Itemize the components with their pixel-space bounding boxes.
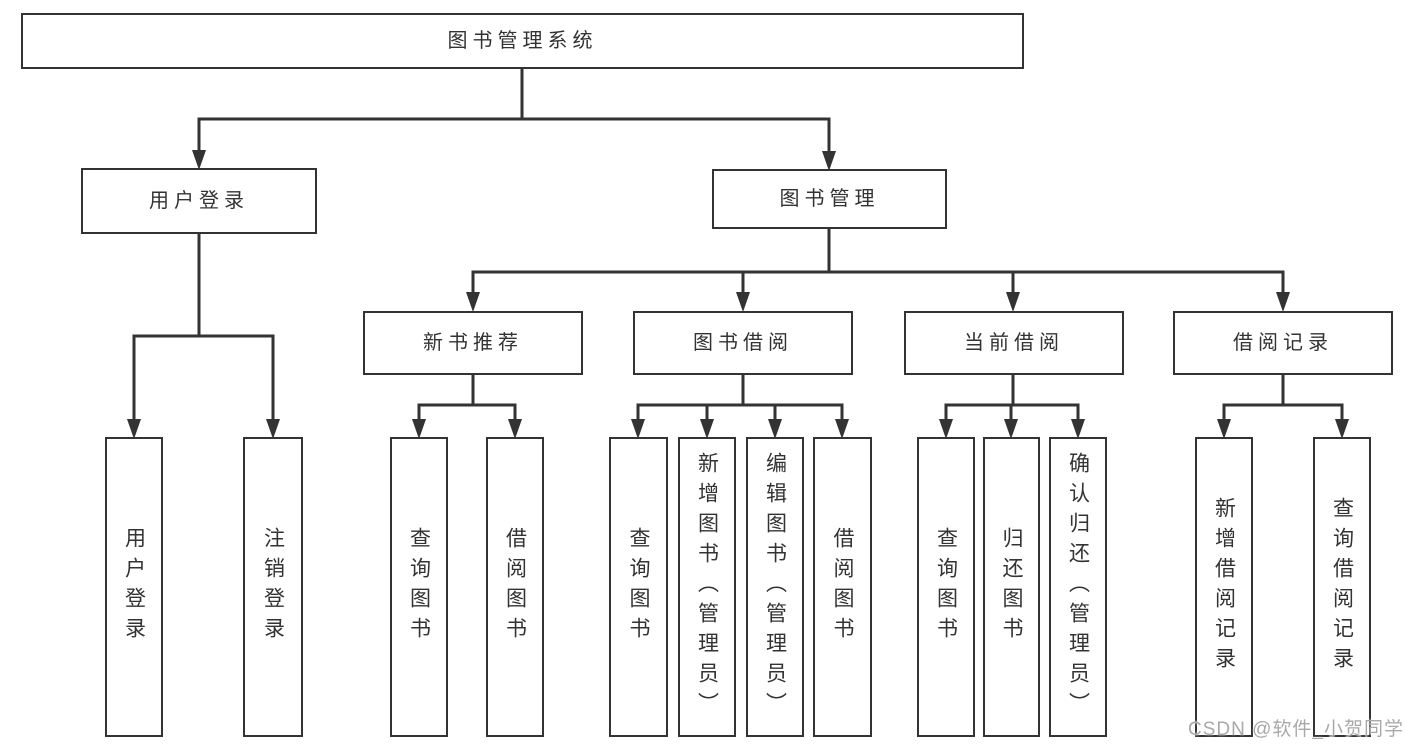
arrow-icon: [736, 292, 750, 312]
arrow-icon: [835, 419, 849, 439]
edge-user-login-to-leaves: [132, 234, 275, 421]
leaf-records-query-borrow-record: 查询借阅记录: [1313, 437, 1371, 737]
arrow-icon: [1276, 292, 1290, 312]
leaf-current-return-books: 归还图书: [983, 437, 1040, 737]
arrow-icon: [127, 419, 141, 439]
arrow-icon: [768, 419, 782, 439]
leaf-recommend-query-books: 查询图书: [390, 437, 448, 737]
leaf-current-query-books: 查询图书: [917, 437, 975, 737]
leaf-recommend-borrow-books: 借阅图书: [486, 437, 544, 737]
node-book-borrowing: 图书借阅: [633, 311, 853, 375]
leaf-borrow-borrow-books: 借阅图书: [813, 437, 872, 737]
leaf-records-add-borrow-record: 新增借阅记录: [1195, 437, 1253, 737]
node-borrowing-records: 借阅记录: [1173, 311, 1393, 375]
arrow-icon: [1335, 419, 1349, 439]
arrow-icon: [508, 419, 522, 439]
node-user-login: 用户登录: [81, 168, 317, 234]
arrow-icon: [822, 151, 836, 171]
arrow-icon: [700, 419, 714, 439]
node-root: 图书管理系统: [21, 13, 1024, 69]
edge-root-to-level2: [197, 69, 831, 153]
leaf-borrow-edit-books-admin: 编辑图书（管理员）: [746, 437, 804, 737]
arrow-icon: [192, 150, 206, 170]
edge-book-management-to-level3: [471, 229, 1285, 294]
leaf-user-login: 用户登录: [105, 437, 163, 737]
arrow-icon: [412, 419, 426, 439]
node-new-book-recommendation: 新书推荐: [363, 311, 583, 375]
leaf-borrow-query-books: 查询图书: [609, 437, 668, 737]
arrowhead-icons: [127, 150, 1349, 439]
arrow-icon: [266, 419, 280, 439]
arrow-icon: [1217, 419, 1231, 439]
arrow-icon: [1004, 419, 1018, 439]
leaf-current-confirm-return-admin: 确认归还（管理员）: [1049, 437, 1107, 737]
edge-level3-to-leaves: [417, 375, 1344, 421]
arrow-icon: [939, 419, 953, 439]
node-current-borrowing: 当前借阅: [904, 311, 1124, 375]
leaf-borrow-add-books-admin: 新增图书（管理员）: [678, 437, 736, 737]
arrow-icon: [1006, 292, 1020, 312]
csdn-watermark: CSDN @软件_小贺同学: [1188, 719, 1404, 740]
leaf-logout: 注销登录: [243, 437, 303, 737]
node-book-management: 图书管理: [712, 169, 947, 229]
arrow-icon: [631, 419, 645, 439]
arrow-icon: [466, 292, 480, 312]
arrow-icon: [1071, 419, 1085, 439]
